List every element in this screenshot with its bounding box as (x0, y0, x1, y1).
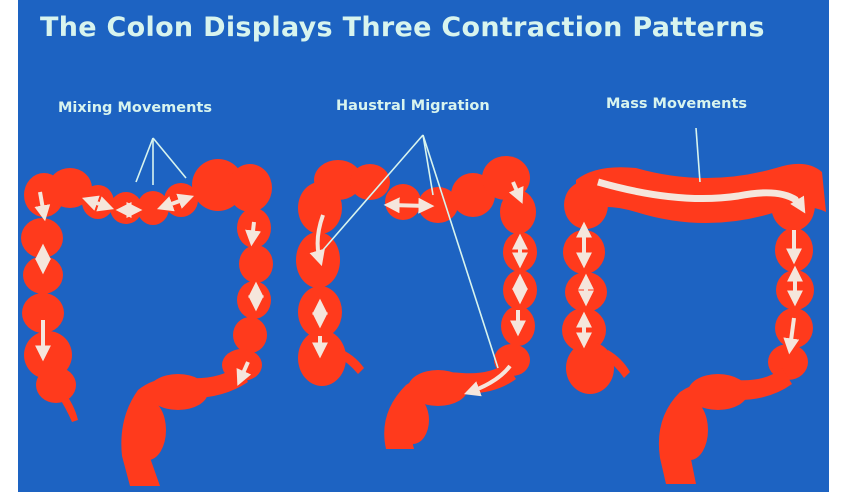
label-mass-movements: Mass Movements (606, 96, 748, 112)
arrow-mass-sweep-head (790, 195, 806, 214)
arrow-haus-9 (463, 364, 512, 397)
pointer-lines-mass (695, 127, 701, 183)
arrow-mix-6 (156, 193, 195, 212)
pointer-lines-haustral (322, 134, 499, 369)
arrow-haus-1 (309, 214, 325, 267)
pointer-lines-mixing (135, 137, 187, 185)
arrow-mass-sweep (597, 178, 798, 204)
colon-mixing (21, 159, 273, 486)
label-mixing-movements: Mixing Movements (58, 100, 212, 116)
arrows-haustral (309, 181, 528, 397)
arrow-haus-5 (508, 181, 524, 204)
arrows-mass (576, 178, 806, 355)
arrow-mix-7 (245, 221, 262, 247)
arrow-mix-4 (81, 195, 115, 212)
slide: The Colon Displays Three Contraction Pat… (18, 0, 829, 492)
arrow-mass-6 (783, 317, 800, 355)
arrows-mixing (34, 191, 264, 386)
slide-title: The Colon Displays Three Contraction Pat… (40, 12, 765, 43)
arrow-haus-4 (383, 197, 435, 214)
label-haustral-migration: Haustral Migration (336, 98, 490, 114)
arrow-mix-1 (34, 191, 51, 222)
colon-mass (562, 163, 826, 484)
colon-diagram (21, 127, 826, 486)
arrow-mix-9 (236, 361, 252, 386)
colon-haustral (296, 156, 537, 449)
